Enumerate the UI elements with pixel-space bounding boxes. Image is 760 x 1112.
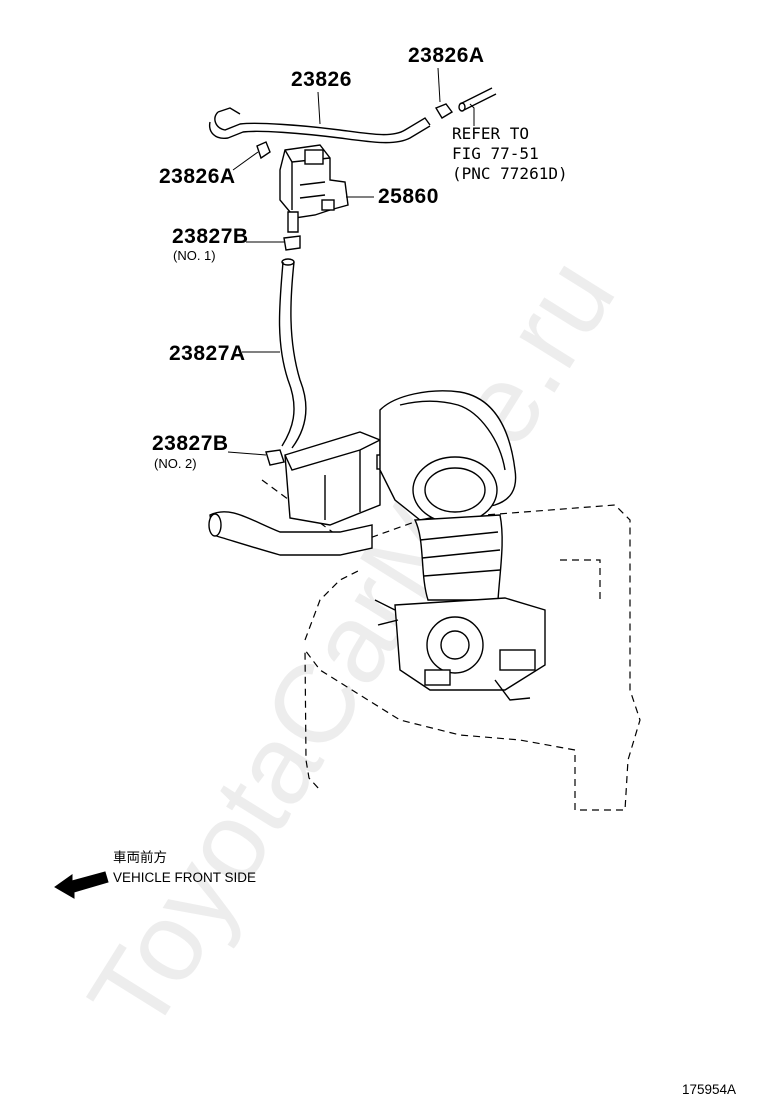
callout-23826: 23826 [291,68,352,91]
callout-23827B-no1: 23827B [172,225,249,248]
hose-23826 [208,107,431,144]
clamp-23826A-left [256,141,271,160]
callout-23827B-no1-note: (NO. 1) [173,248,216,263]
direction-label-jp: 車両前方 [113,849,167,865]
reference-line-3: (PNC 77261D) [452,164,568,183]
clamp-23827B-no1 [283,235,301,251]
clamp-23826A-right [434,103,454,119]
leader-lines [227,67,475,456]
reference-line-2: FIG 77-51 [452,144,539,163]
engine-outline [261,479,641,811]
figure-id: 175954A [682,1082,736,1097]
reference-pipe [458,87,497,112]
direction-label-en: VEHICLE FRONT SIDE [113,870,256,885]
air-cleaner-box [284,431,386,526]
clamp-23827B-no2 [265,449,285,466]
intake-duct [208,511,373,556]
vsv-valve-25860 [279,144,349,233]
watermark-text: ToyotaCarMine.ru [64,237,638,1053]
front-direction-arrow-icon [54,871,109,899]
callout-23827B-no2-note: (NO. 2) [154,456,197,471]
callout-25860: 25860 [378,185,439,208]
reference-line-1: REFER TO [452,124,529,143]
callout-23827A: 23827A [169,342,246,365]
resonator-assembly [379,390,517,601]
callout-23827B-no2: 23827B [152,432,229,455]
callout-23826A-left: 23826A [159,165,236,188]
throttle-body [374,597,546,701]
callout-23826A-top: 23826A [408,44,485,67]
hose-23827A [278,258,307,449]
